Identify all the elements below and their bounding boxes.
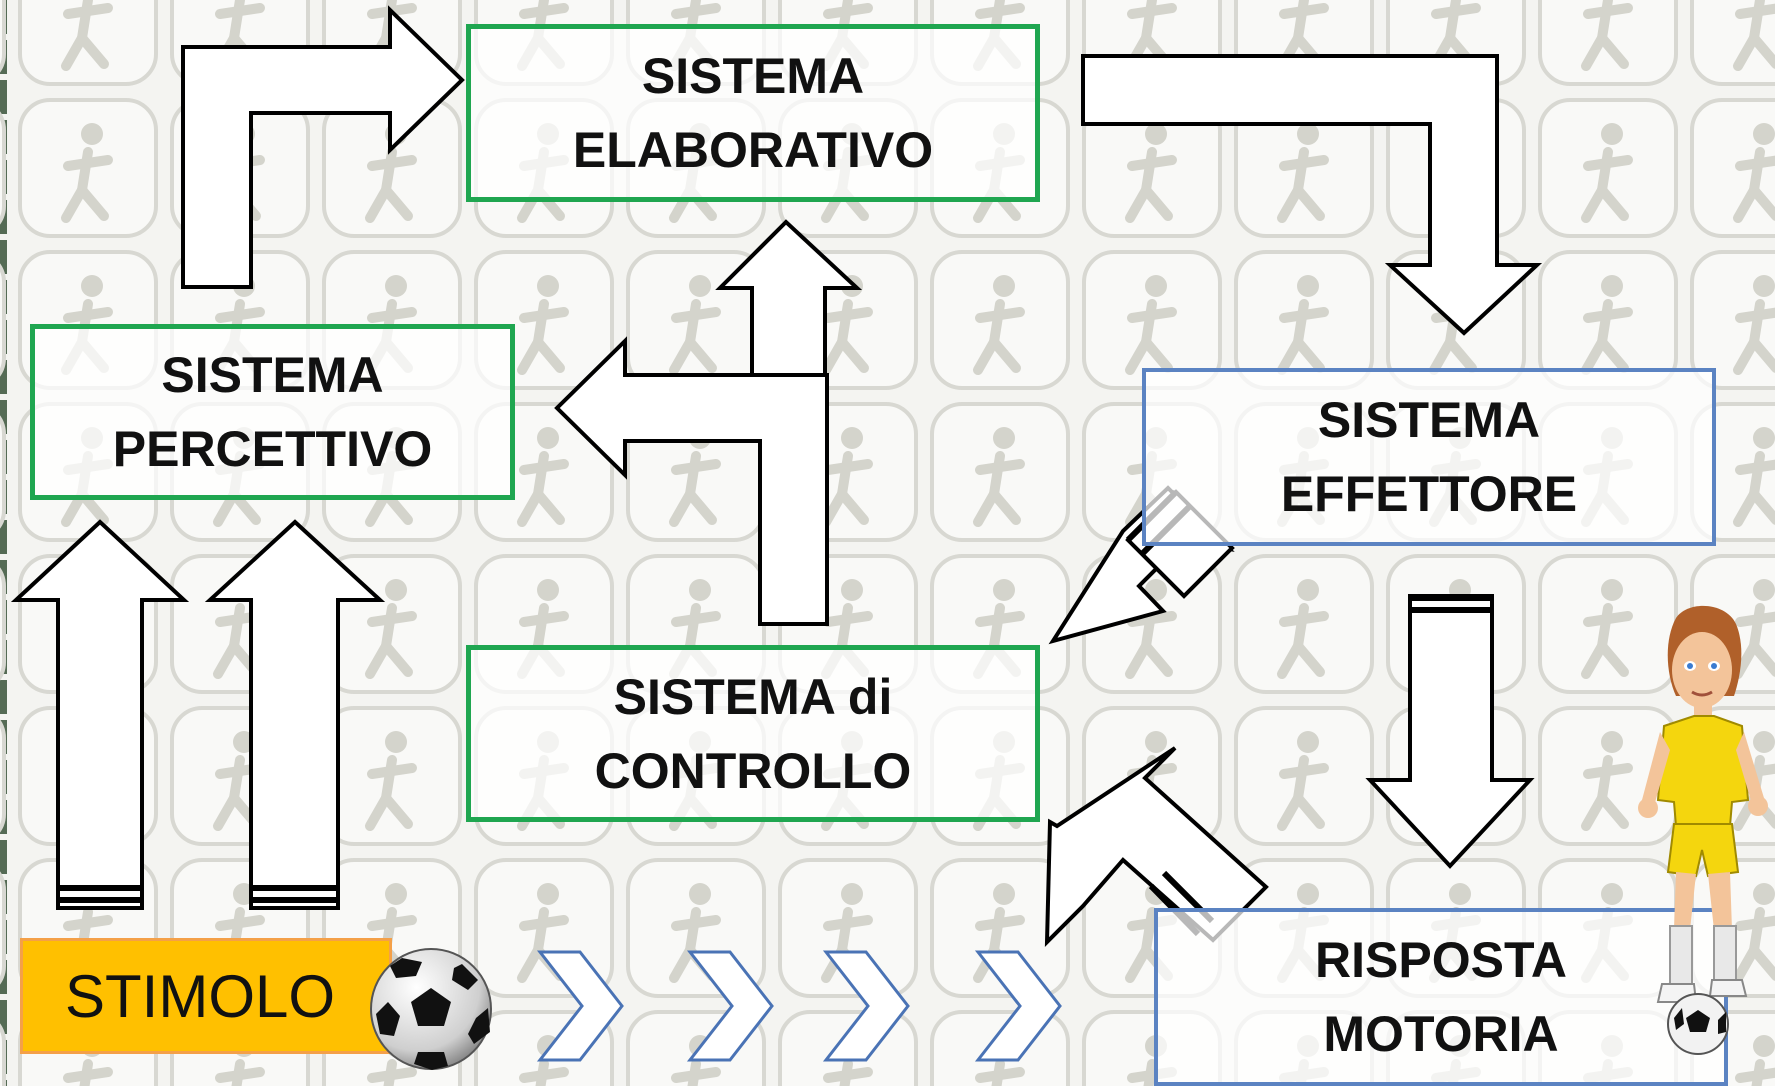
arrow-effettore-to-risposta — [1365, 594, 1535, 869]
arrow-controllo-to-elaborativo — [715, 219, 863, 377]
box-label-line2: PERCETTIVO — [112, 421, 433, 477]
arrow-risposta-to-controllo — [1044, 746, 1269, 947]
box-label-line2: EFFETTORE — [1280, 466, 1578, 522]
chevron-3 — [822, 950, 910, 1062]
box-label-line1: RISPOSTA — [1315, 932, 1567, 988]
box-label-line2: CONTROLLO — [594, 742, 912, 799]
chevron-1 — [536, 950, 624, 1062]
arrow-controllo-to-percettivo — [554, 336, 829, 626]
box-sistema-di-controllo: SISTEMA di CONTROLLO — [466, 645, 1040, 822]
soccer-player-icon — [1638, 605, 1768, 1055]
box-sistema-elaborativo: SISTEMA ELABORATIVO — [466, 24, 1040, 202]
box-label-line2: MOTORIA — [1323, 1006, 1559, 1062]
arrow-stimolo-to-percettivo-right — [204, 519, 386, 910]
box-label-line1: SISTEMA — [641, 48, 865, 104]
box-sistema-effettore: SISTEMA EFFETTORE — [1142, 368, 1716, 546]
arrow-percettivo-to-elaborativo — [181, 5, 465, 289]
box-sistema-percettivo: SISTEMA PERCETTIVO — [30, 324, 515, 500]
box-label-line1: SISTEMA — [161, 347, 384, 403]
soccer-ball-icon — [370, 948, 492, 1070]
box-label-line2: ELABORATIVO — [572, 122, 934, 178]
chevron-4 — [974, 950, 1062, 1062]
box-label-line1: SISTEMA — [1317, 392, 1541, 448]
arrow-stimolo-to-percettivo-left — [10, 519, 190, 910]
box-label-line1: SISTEMA di — [613, 668, 893, 725]
arrow-elaborativo-to-effettore — [1081, 54, 1543, 336]
stimolo-label: STIMOLO — [65, 962, 336, 1030]
box-risposta-motoria: RISPOSTA MOTORIA — [1154, 908, 1728, 1086]
stimolo-label-box: STIMOLO — [20, 938, 392, 1054]
chevron-2 — [686, 950, 774, 1062]
